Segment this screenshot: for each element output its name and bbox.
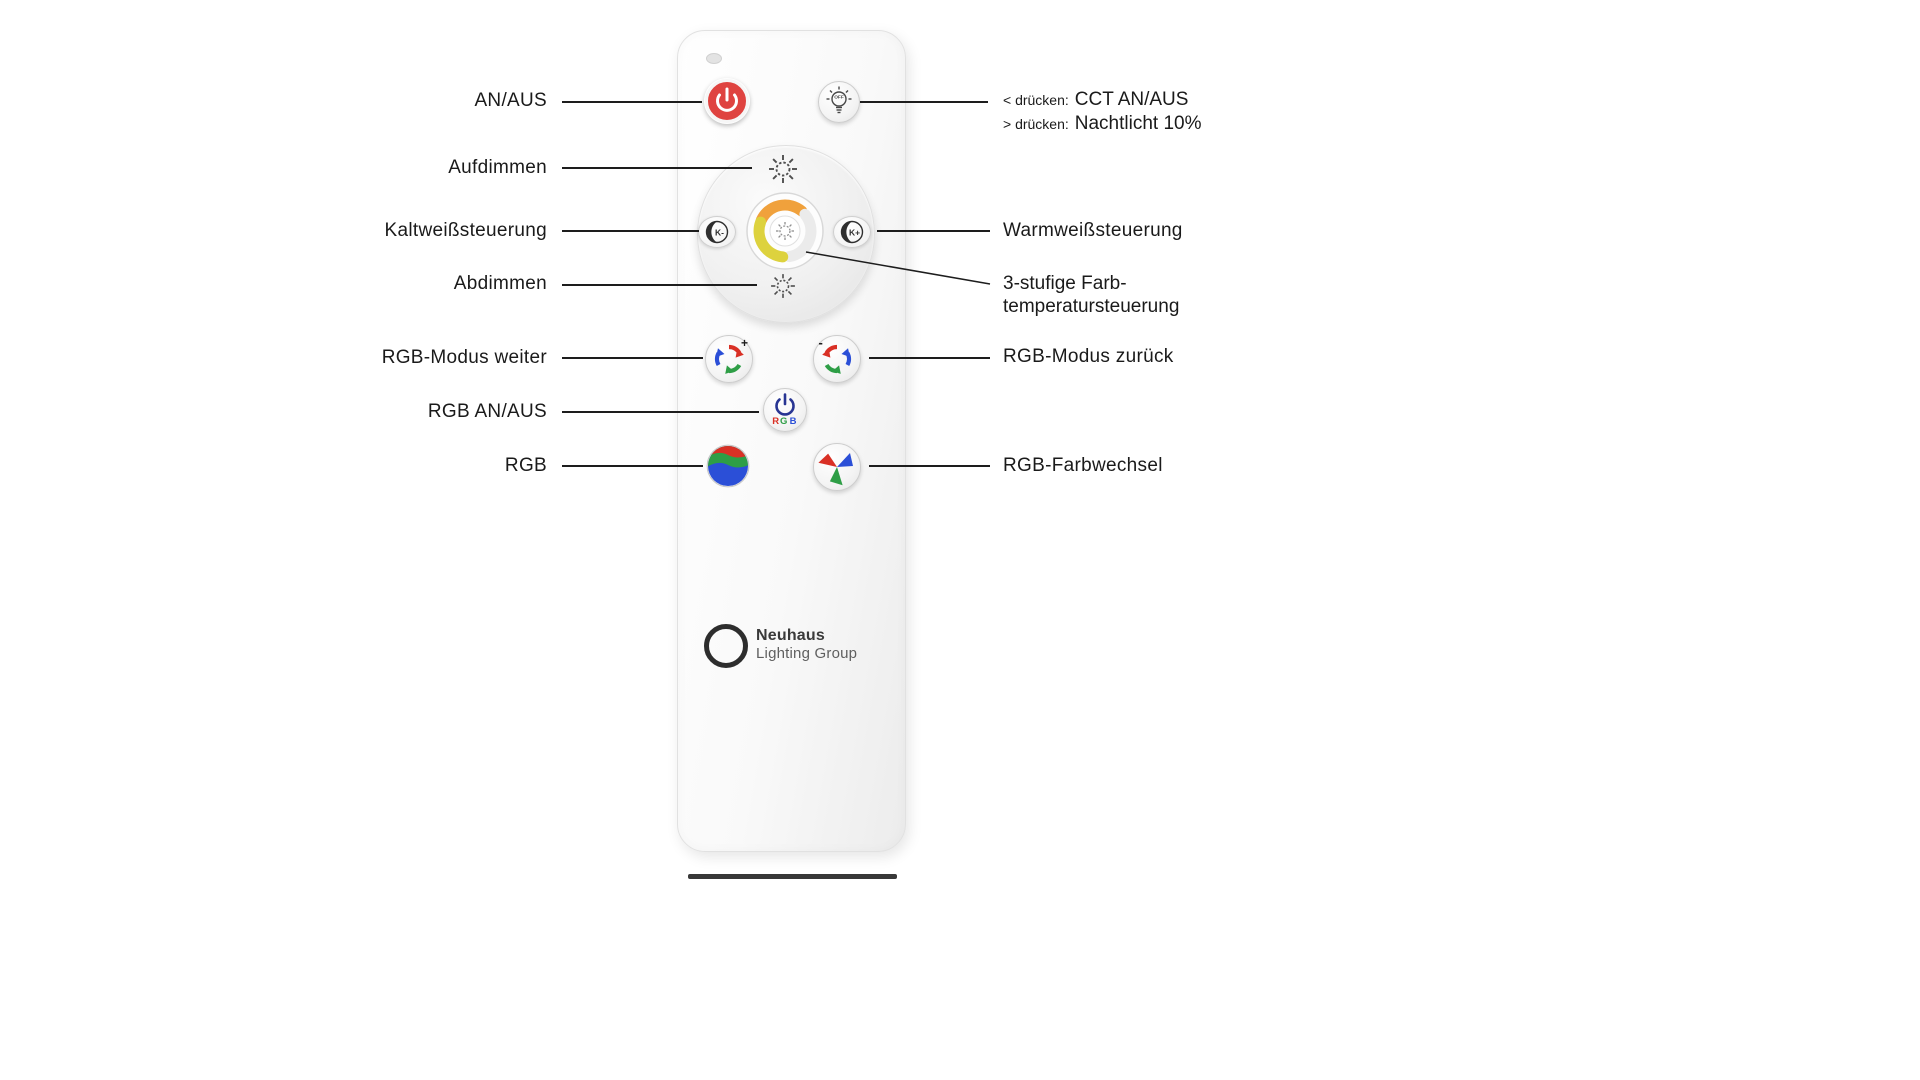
label-rgb-modus-weiter: RGB-Modus weiter [381, 347, 547, 368]
label-farbtemperatursteuerung: 3-stufige Farb- temperatursteuerung [1003, 272, 1179, 318]
label-aufdimmen: Aufdimmen [448, 157, 547, 178]
brand-subtitle: Lighting Group [756, 645, 858, 662]
label-warmweisssteuerung: Warmweißsteuerung [1003, 220, 1183, 241]
brand-logo-circle [704, 624, 748, 668]
power-icon [705, 79, 749, 123]
brand-text: Neuhaus Lighting Group [756, 627, 857, 662]
rgb-letter-r: R [772, 416, 779, 427]
k-plus-label: K+ [849, 227, 860, 237]
callout-line-an-aus [562, 101, 702, 103]
dial-sun-icon [776, 222, 794, 240]
cold-white-icon: K- [705, 220, 729, 244]
callout-line-rgb-weiter [562, 357, 703, 359]
cold-white-button: K- [698, 216, 736, 248]
label-rgb-farbwechsel: RGB-Farbwechsel [1003, 455, 1163, 476]
callout-line-aufdimmen [562, 167, 752, 169]
rgb-color-change-button [813, 443, 861, 491]
rgb-pinwheel-icon [818, 453, 853, 486]
rgb-letter-g: G [780, 416, 787, 427]
rgb-power-icon: R G B [772, 393, 797, 427]
label-kaltweisssteuerung: Kaltweißsteuerung [384, 220, 547, 241]
rgb-power-button: R G B [763, 388, 807, 432]
callout-line-warmweiss [877, 230, 990, 232]
brightness-down-icon [771, 274, 795, 298]
label-rgb-an-aus: RGB AN/AUS [427, 401, 547, 422]
cct-press-prefix: < drücken: [1003, 92, 1069, 108]
cct-nightlight-button: OFF [818, 81, 860, 123]
warm-white-icon: K+ [840, 220, 864, 244]
rgb-letter-b: B [790, 416, 797, 427]
callout-line-rgb-an-aus [562, 411, 759, 413]
callout-line-kaltweiss [562, 230, 699, 232]
label-abdimmen: Abdimmen [453, 273, 547, 294]
cct-row: < drücken: CCT AN/AUS [1003, 88, 1202, 112]
rgb-mode-prev-button: - [813, 335, 861, 383]
bulb-off-icon: OFF [826, 86, 852, 114]
minus-sign: - [819, 336, 823, 350]
plus-sign: + [741, 336, 748, 350]
callout-line-abdimmen [562, 284, 757, 286]
callout-line-cct [860, 101, 988, 103]
power-button [704, 78, 750, 124]
nightlight-label: Nachtlicht 10% [1074, 113, 1202, 134]
bottom-edge-shadow [688, 874, 897, 879]
rgb-cycle-minus-icon: - [819, 336, 852, 374]
label-an-aus: AN/AUS [474, 90, 547, 111]
rgb-mode-next-button: + [705, 335, 753, 383]
dial-warm-segment [755, 199, 808, 226]
dial-neutral-segment [753, 216, 789, 263]
label-rgb-modus-zurueck: RGB-Modus zurück [1003, 346, 1174, 367]
farbtemp-line1: 3-stufige Farb- [1003, 273, 1127, 294]
nightlight-row: > drücken: Nachtlicht 10% [1003, 112, 1202, 136]
dial-cold-segment [784, 208, 817, 263]
cct-label: CCT AN/AUS [1074, 89, 1189, 110]
callout-line-rgb [562, 465, 703, 467]
farbtemp-line2: temperatursteuerung [1003, 296, 1180, 317]
ir-led-indicator [706, 53, 722, 64]
rgb-button [705, 443, 751, 489]
callout-line-farbwechsel [869, 465, 990, 467]
label-rgb: RGB [504, 455, 547, 476]
warm-white-button: K+ [833, 216, 871, 248]
rgb-cycle-plus-icon: + [714, 336, 748, 374]
k-minus-label: K- [715, 227, 724, 237]
brand-name: Neuhaus [756, 627, 825, 644]
rgb-stripes-icon [706, 444, 750, 488]
brightness-up-icon [769, 155, 797, 183]
color-temperature-dial [746, 192, 824, 270]
bulb-off-label: OFF [834, 95, 844, 101]
callout-line-rgb-zurueck [869, 357, 990, 359]
nightlight-press-prefix: > drücken: [1003, 116, 1069, 132]
svg-text:R G B: R G B [772, 416, 796, 427]
label-cct-nightlight: < drücken: CCT AN/AUS > drücken: Nachtlich… [1003, 88, 1202, 136]
